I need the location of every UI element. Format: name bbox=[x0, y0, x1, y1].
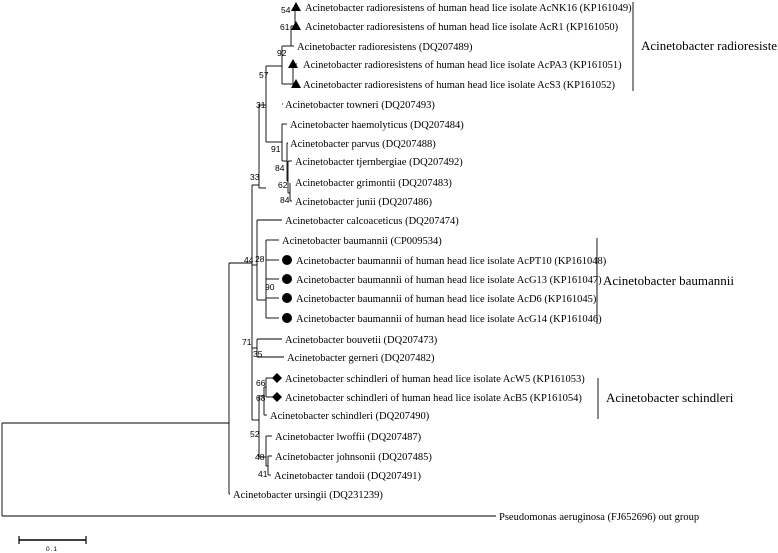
leaf-label: Acinetobacter schindleri of human head l… bbox=[285, 374, 585, 385]
bootstrap-value: 84 bbox=[280, 195, 290, 205]
leaf-label: Acinetobacter calcoaceticus (DQ207474) bbox=[285, 216, 459, 227]
leaf-label: Acinetobacter radioresistens of human he… bbox=[305, 22, 619, 33]
leaf-markers bbox=[272, 2, 301, 402]
circle-marker-icon bbox=[282, 293, 292, 303]
diamond-marker-icon bbox=[272, 373, 282, 383]
clade-label-schindleri: Acinetobacter schindleri bbox=[606, 390, 734, 405]
leaf-label: Acinetobacter schindleri of human head l… bbox=[285, 393, 582, 404]
bootstrap-value: 66 bbox=[256, 378, 266, 388]
leaf-label: Acinetobacter baumannii of human head li… bbox=[296, 294, 597, 305]
leaf-label: Acinetobacter baumannii of human head li… bbox=[296, 275, 602, 286]
clade-brackets bbox=[596, 2, 634, 419]
leaf-label: Acinetobacter baumannii of human head li… bbox=[296, 256, 607, 267]
leaf-label: Acinetobacter gerneri (DQ207482) bbox=[287, 353, 435, 364]
bootstrap-value: 54 bbox=[281, 5, 291, 15]
leaf-label: Acinetobacter haemolyticus (DQ207484) bbox=[290, 120, 464, 131]
leaf-label: Acinetobacter schindleri (DQ207490) bbox=[270, 411, 430, 422]
leaf-label: Acinetobacter radioresistens (DQ207489) bbox=[297, 42, 473, 53]
bootstrap-value: 91 bbox=[271, 144, 281, 154]
scale-bar: 0.1 bbox=[18, 536, 87, 553]
leaf-labels: Acinetobacter radioresistens of human he… bbox=[233, 3, 699, 523]
bootstrap-value: 62 bbox=[278, 180, 288, 190]
bootstrap-value: 61 bbox=[280, 22, 290, 32]
triangle-marker-icon bbox=[291, 21, 301, 30]
bootstrap-value: 52 bbox=[250, 429, 260, 439]
scale-bar-label: 0.1 bbox=[46, 546, 58, 553]
leaf-label: Acinetobacter towneri (DQ207493) bbox=[285, 100, 435, 111]
bootstrap-value: 41 bbox=[258, 469, 268, 479]
leaf-label: Acinetobacter tandoii (DQ207491) bbox=[274, 471, 421, 482]
bootstrap-value: 33 bbox=[250, 172, 260, 182]
bootstrap-value: 44 bbox=[244, 255, 254, 265]
leaf-label: Acinetobacter baumannii of human head li… bbox=[296, 314, 602, 325]
leaf-label: Acinetobacter radioresistens of human he… bbox=[303, 60, 622, 71]
bootstrap-value: 31 bbox=[256, 100, 266, 110]
leaf-label: Acinetobacter baumannii (CP009534) bbox=[282, 236, 442, 247]
leaf-label: Acinetobacter radioresistens of human he… bbox=[303, 80, 615, 91]
circle-marker-icon bbox=[282, 255, 292, 265]
leaf-label: Acinetobacter parvus (DQ207488) bbox=[290, 139, 436, 150]
leaf-label: Acinetobacter grimontii (DQ207483) bbox=[295, 178, 452, 189]
bootstrap-value: 92 bbox=[277, 48, 287, 58]
bootstrap-value: 28 bbox=[255, 254, 265, 264]
leaf-label: Pseudomonas aeruginosa (FJ652696) out gr… bbox=[499, 512, 699, 523]
leaf-label: Acinetobacter radioresistens of human he… bbox=[305, 3, 632, 14]
circle-marker-icon bbox=[282, 313, 292, 323]
bootstrap-value: 48 bbox=[255, 452, 265, 462]
bootstrap-value: 71 bbox=[242, 337, 252, 347]
leaf-label: Acinetobacter ursingii (DQ231239) bbox=[233, 490, 383, 501]
bootstrap-value: 90 bbox=[265, 282, 275, 292]
leaf-label: Acinetobacter lwoffii (DQ207487) bbox=[275, 432, 422, 443]
bootstrap-values: 54 61 92 57 31 91 84 62 84 33 28 90 44 3… bbox=[242, 5, 291, 479]
triangle-marker-icon bbox=[291, 2, 301, 11]
leaf-label: Acinetobacter tjernbergiae (DQ207492) bbox=[295, 157, 463, 168]
circle-marker-icon bbox=[282, 274, 292, 284]
bootstrap-value: 35 bbox=[253, 349, 263, 359]
tree-branches bbox=[1, 6, 496, 517]
leaf-label: Acinetobacter junii (DQ207486) bbox=[295, 197, 433, 208]
bootstrap-value: 68 bbox=[256, 393, 266, 403]
leaf-label: Acinetobacter bouvetii (DQ207473) bbox=[285, 335, 438, 346]
clade-label-radioresistens: Acinetobacter radioresistens bbox=[641, 38, 778, 53]
leaf-label: Acinetobacter johnsonii (DQ207485) bbox=[275, 452, 432, 463]
clade-labels: Acinetobacter radioresistens Acinetobact… bbox=[603, 38, 778, 405]
bootstrap-value: 84 bbox=[275, 163, 285, 173]
triangle-marker-icon bbox=[288, 59, 298, 68]
clade-label-baumannii: Acinetobacter baumannii bbox=[603, 273, 734, 288]
bootstrap-value: 57 bbox=[259, 70, 269, 80]
diamond-marker-icon bbox=[272, 392, 282, 402]
triangle-marker-icon bbox=[291, 79, 301, 88]
